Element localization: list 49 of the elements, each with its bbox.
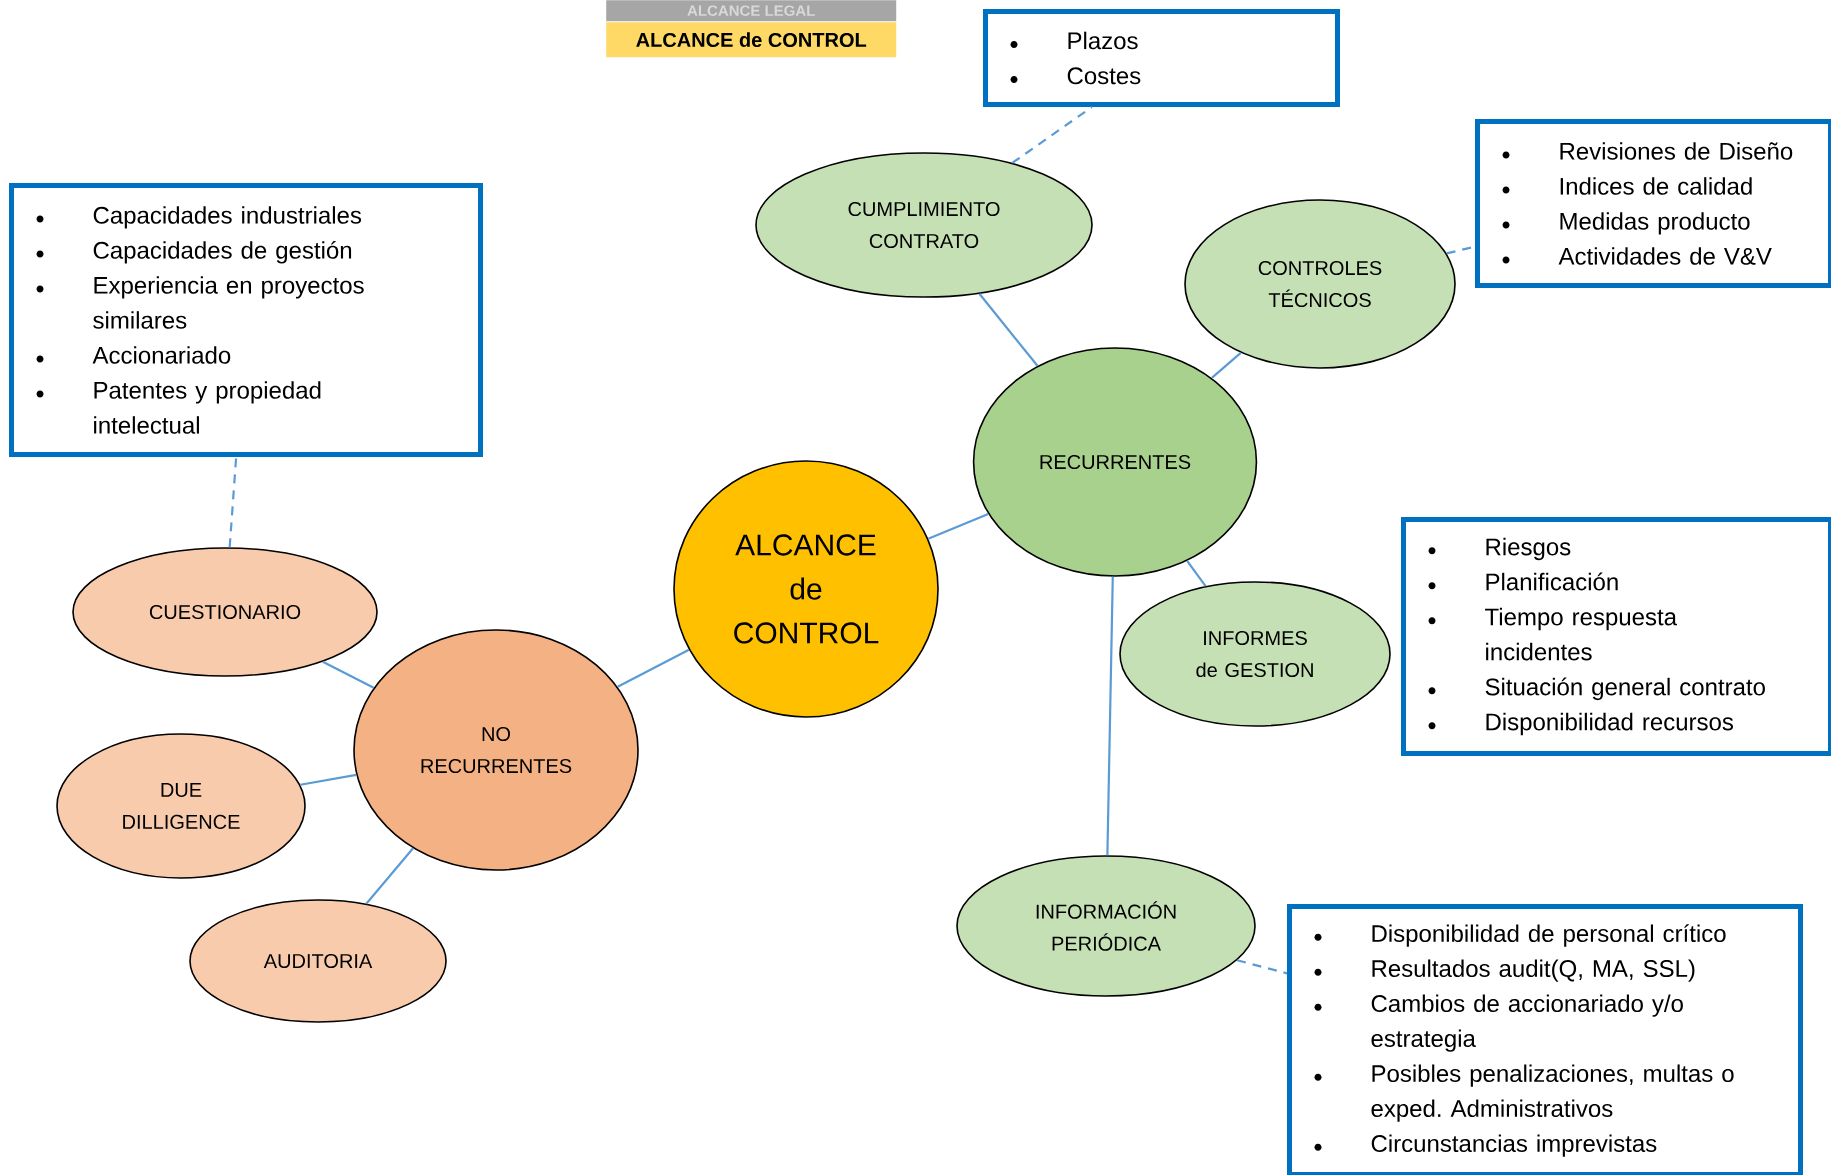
list-item: Cambios de accionariado y/o estrategia [1371,994,1683,1052]
list-item: Disponibilidad de personal crítico [1372,924,1726,947]
list-item: Planificación [1486,572,1618,591]
connector-line [1236,959,1288,975]
connector-line [300,773,357,786]
list-item: Plazos [1068,31,1138,50]
connector-line [978,293,1039,367]
bullet-list-box [1287,904,1803,1175]
list-item: Capacidades industriales [93,206,362,229]
bubble: NO RECURRENTES [353,629,639,871]
list-item: Resultados audit(Q, MA, SSL) [1372,959,1695,982]
list-item: Experiencia en proyectos similares [93,276,364,329]
connector-line [365,847,414,905]
list-item: Posibles penalizaciones, multas o exped. Administrativos [1371,1064,1734,1122]
list-item: Accionariado [92,346,231,364]
list-item: Actividades de V&V [1558,247,1772,265]
bubble: RECURRENTES [972,347,1258,577]
connector-line [322,660,375,689]
list-item: Revisiones de Diseño [1560,142,1793,160]
list-item: Costes [1067,67,1141,85]
list-item: Medidas producto [1560,212,1750,235]
list-item: Tiempo respuesta incidentes [1485,607,1677,661]
connector-line [228,456,238,548]
bubble: CONTROLES TÉCNICOS [1184,199,1456,369]
list-item: Circunstancias imprevistas [1371,1134,1657,1157]
connector-line [927,513,989,540]
connector-line [1011,106,1093,164]
bullet-list-box [1401,517,1831,756]
bullet-list-box [1475,119,1831,288]
bubble: INFORMES de GESTION [1119,581,1391,727]
list-item: Indices de calidad [1560,177,1752,195]
list-item: Disponibilidad recursos [1486,712,1734,736]
bubble: DUE DILLIGENCE [56,733,306,879]
bubble: CUMPLIMIENTO CONTRATO [755,152,1093,298]
bubble: CUESTIONARIO [72,547,378,677]
connector-line [617,648,690,688]
bubble: AUDITORIA [189,899,447,1023]
connector-line [1106,576,1114,856]
bubble: INFORMACIÓN PERIÓDICA [956,855,1256,997]
bullet-list-box [983,9,1340,107]
list-item: Situación general contrato [1485,677,1765,701]
bullet-list-box [9,183,483,457]
connector-line [1186,560,1207,587]
connector-line [1211,352,1242,379]
list-item: Patentes y propiedad intelectual [94,381,321,434]
bubble: ALCANCE de CONTROL [673,460,939,718]
list-item: Capacidades de gestión [93,240,352,264]
header-bar: ALCANCE de CONTROL [606,22,897,58]
list-item: Riesgos [1486,537,1571,561]
